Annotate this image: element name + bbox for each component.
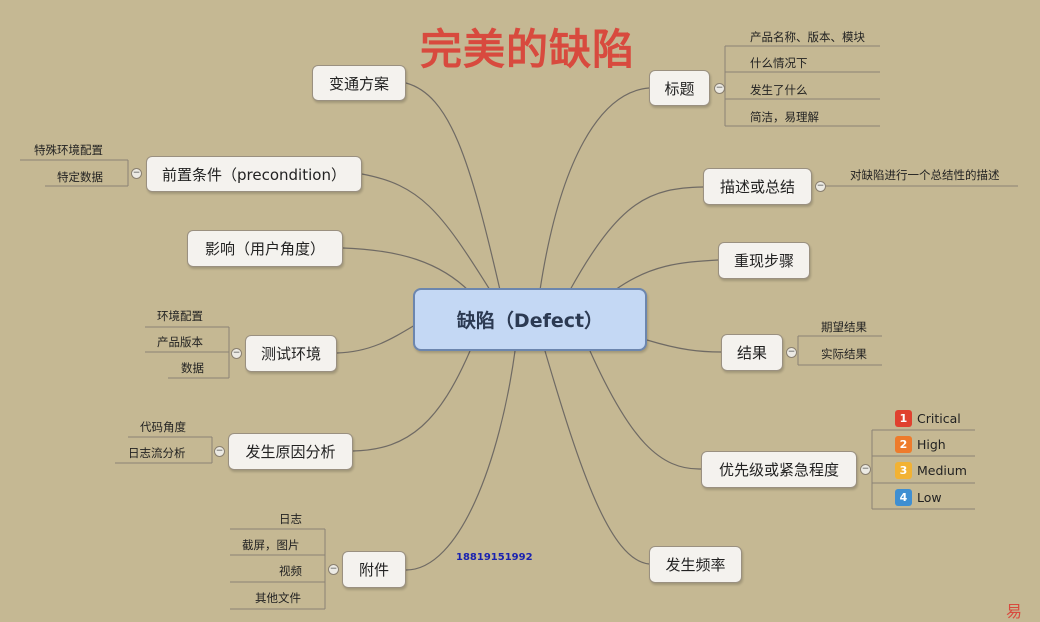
leaf-precondition-1: 特殊环境配置: [34, 143, 103, 157]
phone-number-text: 18819151992: [456, 552, 533, 563]
collapse-toggle-cause[interactable]: −: [214, 446, 225, 457]
leaf-priority-3: Medium: [917, 463, 967, 478]
connector-priority: [589, 350, 702, 470]
priority-4-icon: 4: [895, 489, 912, 506]
watermark-logo-icon: 易: [1006, 602, 1023, 621]
leaf-attachment-2: 截屏，图片: [242, 538, 300, 552]
leaf-attachment-3: 视频: [279, 564, 302, 578]
connector-title: [539, 87, 650, 291]
connector-test-env: [336, 324, 416, 354]
connector-workaround: [405, 82, 501, 291]
node-title[interactable]: 标题: [649, 70, 710, 106]
priority-2-icon: 2: [895, 436, 912, 453]
collapse-toggle-result[interactable]: −: [786, 347, 797, 358]
leaf-test-env-2: 产品版本: [157, 335, 203, 349]
leaf-title-3: 发生了什么: [750, 83, 808, 97]
node-result[interactable]: 结果: [721, 334, 783, 371]
node-workaround[interactable]: 变通方案: [312, 65, 406, 101]
collapse-toggle-priority[interactable]: −: [860, 464, 871, 475]
connector-frequency: [544, 350, 650, 565]
leaf-priority-4: Low: [917, 490, 942, 505]
priority-1-icon: 1: [895, 410, 912, 427]
collapse-toggle-test-env[interactable]: −: [231, 348, 242, 359]
leaf-title-1: 产品名称、版本、模块: [750, 30, 865, 44]
leaf-priority-2: High: [917, 437, 946, 452]
connector-impact: [342, 247, 471, 293]
connector-attachment: [405, 350, 516, 571]
node-repro[interactable]: 重现步骤: [718, 242, 810, 279]
node-priority[interactable]: 优先级或紧急程度: [701, 451, 857, 488]
collapse-toggle-summary[interactable]: −: [815, 181, 826, 192]
connector-cause: [352, 350, 471, 452]
node-precondition[interactable]: 前置条件（precondition）: [146, 156, 362, 192]
connector-repro: [614, 259, 719, 291]
leaf-result-2: 实际结果: [821, 347, 867, 361]
leaf-title-2: 什么情况下: [750, 56, 808, 70]
leaf-test-env-1: 环境配置: [157, 309, 203, 323]
leaf-summary-1: 对缺陷进行一个总结性的描述: [850, 168, 1000, 182]
leaf-cause-1: 代码角度: [140, 420, 186, 434]
center-node[interactable]: 缺陷（Defect）: [413, 288, 647, 351]
collapse-toggle-title[interactable]: −: [714, 83, 725, 94]
connector-precondition: [361, 173, 491, 291]
node-cause[interactable]: 发生原因分析: [228, 433, 353, 470]
priority-3-icon: 3: [895, 462, 912, 479]
leaf-attachment-4: 其他文件: [255, 591, 301, 605]
leaf-cause-2: 日志流分析: [128, 446, 186, 460]
collapse-toggle-precondition[interactable]: −: [131, 168, 142, 179]
node-attachment[interactable]: 附件: [342, 551, 406, 588]
leaf-precondition-2: 特定数据: [57, 170, 103, 184]
node-summary[interactable]: 描述或总结: [703, 168, 812, 205]
leaf-priority-1: Critical: [917, 411, 961, 426]
leaf-title-4: 简洁，易理解: [750, 110, 819, 124]
leaf-attachment-1: 日志: [279, 512, 302, 526]
connector-result: [646, 339, 722, 353]
node-test-env[interactable]: 测试环境: [245, 335, 337, 372]
leaf-test-env-3: 数据: [181, 361, 204, 375]
leaf-result-1: 期望结果: [821, 320, 867, 334]
connector-summary: [569, 186, 704, 291]
node-frequency[interactable]: 发生频率: [649, 546, 742, 583]
page-title: 完美的缺陷: [420, 25, 636, 74]
collapse-toggle-attachment[interactable]: −: [328, 564, 339, 575]
node-impact[interactable]: 影响（用户角度）: [187, 230, 343, 267]
